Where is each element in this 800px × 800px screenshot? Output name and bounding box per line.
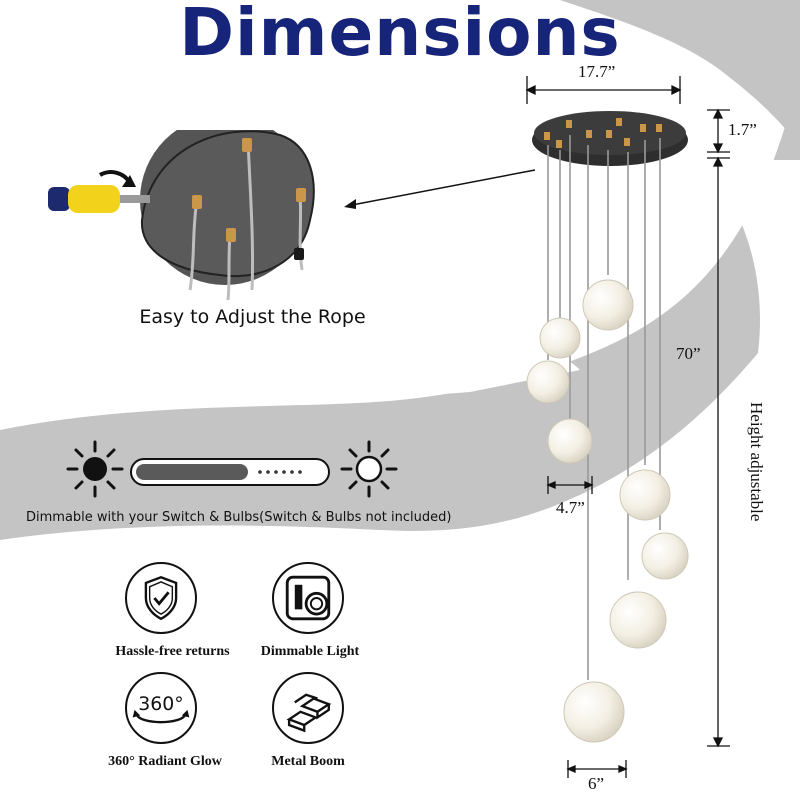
- dimension-canopy-height: 1.7”: [728, 120, 757, 139]
- feature-label-metal: Metal Boom: [271, 754, 345, 769]
- feature-icon-dimmable: [272, 562, 344, 634]
- canopy-detail-view: [140, 130, 315, 301]
- dark-sun-icon: [66, 440, 124, 498]
- feature-label-returns: Hassle-free returns: [115, 644, 230, 659]
- svg-text:360°: 360°: [138, 693, 183, 715]
- shield-check-icon: [144, 575, 178, 621]
- dimension-large-globe: 6”: [588, 774, 605, 793]
- dimension-width: 17.7”: [578, 62, 616, 81]
- feature-icon-360: 360°: [125, 672, 197, 744]
- dimmer-slider: [130, 458, 330, 486]
- detail-pointer-arrow: [344, 169, 536, 209]
- page-title: Dimensions: [179, 0, 621, 71]
- metal-bars-icon: [286, 693, 332, 733]
- dimmer-caption: Dimmable with your Switch & Bulbs(Switch…: [26, 510, 452, 525]
- feature-icon-returns: [125, 562, 197, 634]
- feature-icon-metal: [272, 672, 344, 744]
- feature-label-dimmable: Dimmable Light: [260, 644, 360, 659]
- height-adjustable-label: Height adjustable: [747, 402, 766, 522]
- 360-rotation-icon: 360°: [132, 693, 190, 724]
- dimension-rope-length: 70”: [676, 344, 701, 363]
- bright-sun-icon: [340, 440, 398, 498]
- dimension-small-globe: 4.7”: [556, 498, 585, 517]
- screwdriver-icon: [48, 170, 150, 213]
- chandelier-illustration: [526, 111, 689, 743]
- rope-caption: Easy to Adjust the Rope: [139, 306, 366, 328]
- dimmer-switch-icon: [285, 575, 331, 621]
- feature-label-360: 360° Radiant Glow: [108, 754, 222, 769]
